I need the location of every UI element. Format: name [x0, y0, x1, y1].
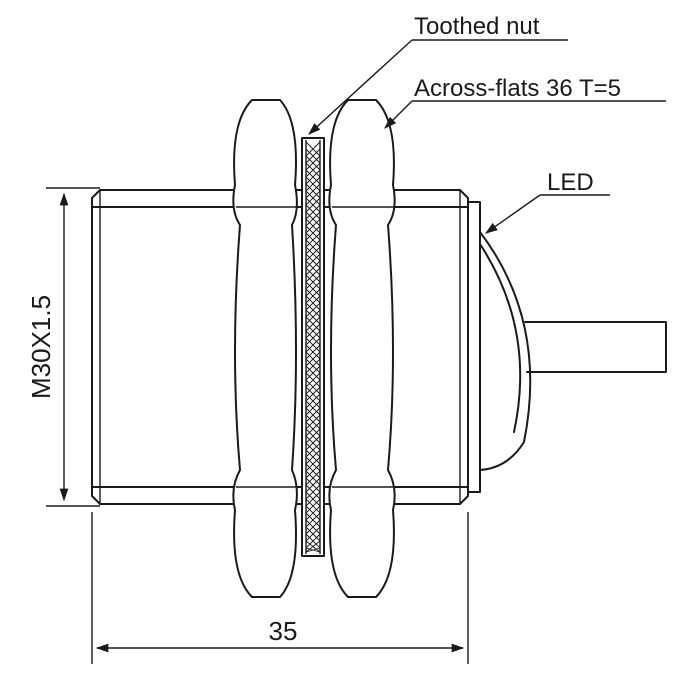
led-callout: LED [484, 169, 610, 234]
cable-assembly [479, 231, 667, 471]
right-hex-nut [328, 99, 396, 598]
length-dimension: 35 [91, 512, 469, 664]
length-dimension-label: 35 [269, 616, 298, 646]
toothed-nut-label: Toothed nut [414, 13, 540, 40]
left-hex-nut [232, 99, 298, 598]
thread-dimension-label: M30X1.5 [26, 295, 56, 399]
across-flats-callout: Across-flats 36 T=5 [384, 75, 666, 129]
toothed-nut [301, 137, 325, 557]
across-flats-label: Across-flats 36 T=5 [414, 75, 621, 102]
led-label: LED [547, 169, 594, 196]
toothed-nut-callout: Toothed nut [308, 13, 568, 135]
thread-dimension: M30X1.5 [26, 187, 100, 507]
